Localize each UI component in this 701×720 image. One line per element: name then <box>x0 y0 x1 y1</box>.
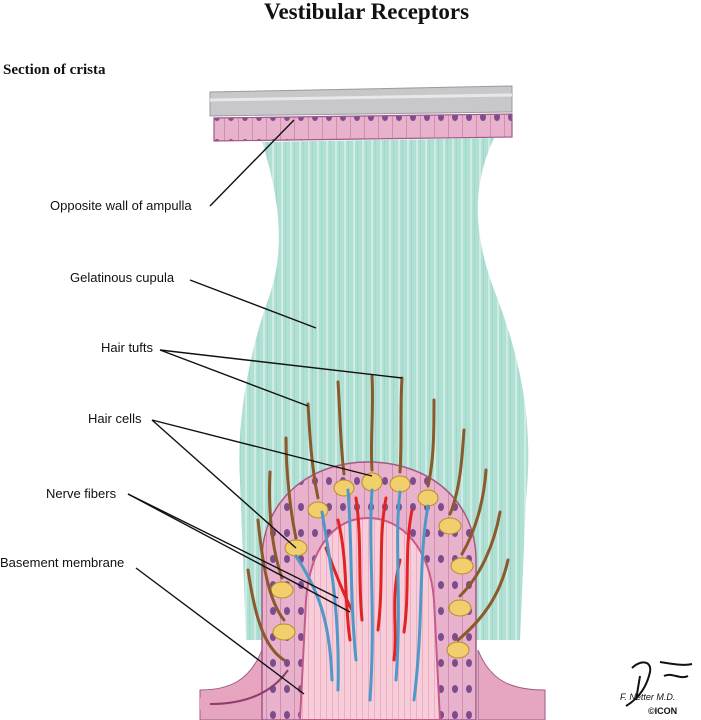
hair-tufts <box>246 374 510 662</box>
label-gelatinous-cupula: Gelatinous cupula <box>70 270 175 285</box>
section-subtitle: Section of crista <box>3 62 106 78</box>
label-nerve-fibers: Nerve fibers <box>46 486 117 501</box>
page-title: Vestibular Receptors <box>263 0 470 24</box>
opposite-wall-of-ampulla <box>209 85 513 142</box>
nerve-fibers <box>294 488 430 702</box>
publisher-mark: ©ICON <box>648 706 678 716</box>
netter-signature <box>625 661 693 707</box>
label-opposite-wall: Opposite wall of ampulla <box>50 198 192 213</box>
leader-lines <box>127 119 403 695</box>
signature-text: F. Netter M.D. <box>620 692 676 702</box>
label-basement-membrane: Basement membrane <box>0 555 125 570</box>
label-hair-tufts: Hair tufts <box>101 340 154 355</box>
hair-cells <box>270 472 474 659</box>
label-hair-cells: Hair cells <box>88 411 142 426</box>
